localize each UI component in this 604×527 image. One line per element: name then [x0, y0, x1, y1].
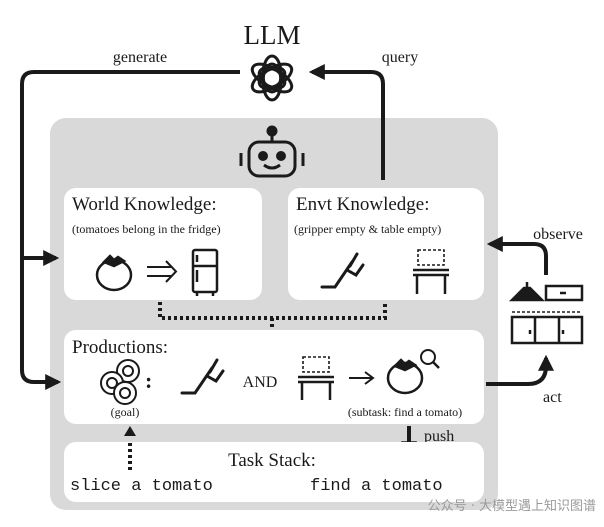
subtask-label: (subtask: find a tomato) [348, 405, 462, 419]
task-stack-card [64, 442, 484, 502]
envt-knowledge-card [288, 188, 484, 300]
sliced-tomato-icon [100, 359, 140, 405]
observe-label: observe [533, 226, 583, 243]
act-label: act [543, 389, 562, 406]
gripper-icon [320, 252, 365, 289]
observe-edge [486, 236, 548, 275]
world-knowledge-title: World Knowledge: [72, 194, 217, 215]
kitchen-scene-icon [508, 282, 584, 345]
generate-arrow-to-productions [20, 369, 62, 390]
act-edge [486, 354, 554, 386]
task-stack-title: Task Stack: [228, 450, 316, 471]
and-label: AND [243, 374, 278, 391]
world-knowledge-note: (tomatoes belong in the fridge) [72, 222, 221, 236]
query-edge [308, 64, 385, 180]
generate-edge [20, 70, 240, 370]
table-icon [298, 356, 334, 400]
query-label: query [382, 49, 418, 66]
llm-title: LLM [244, 20, 301, 50]
productions-title: Productions: [72, 337, 168, 358]
gripper-icon [180, 358, 225, 395]
envt-knowledge-title: Envt Knowledge: [296, 194, 430, 215]
fridge-icon [191, 248, 219, 296]
robot-icon [239, 125, 305, 178]
task-stack-item: slice a tomato [70, 477, 213, 496]
tomato-icon [95, 254, 133, 292]
watermark: 公众号 · 大模型遇上知识图谱 [428, 498, 596, 514]
right-arrow-icon [349, 371, 375, 385]
productions-card [64, 330, 484, 424]
task-stack-item: find a tomato [310, 477, 443, 496]
tomato-search-icon [386, 349, 440, 395]
envt-knowledge-note: (gripper empty & table empty) [294, 222, 441, 236]
task-stack-dotted-arrowhead [124, 426, 136, 436]
openai-logo-icon [250, 54, 294, 102]
push-label: push [424, 428, 454, 445]
productions-colon: : [145, 368, 152, 393]
table-icon [413, 249, 449, 294]
goal-label: (goal) [111, 405, 140, 419]
implies-arrow-icon [147, 260, 178, 283]
generate-label: generate [113, 49, 167, 66]
